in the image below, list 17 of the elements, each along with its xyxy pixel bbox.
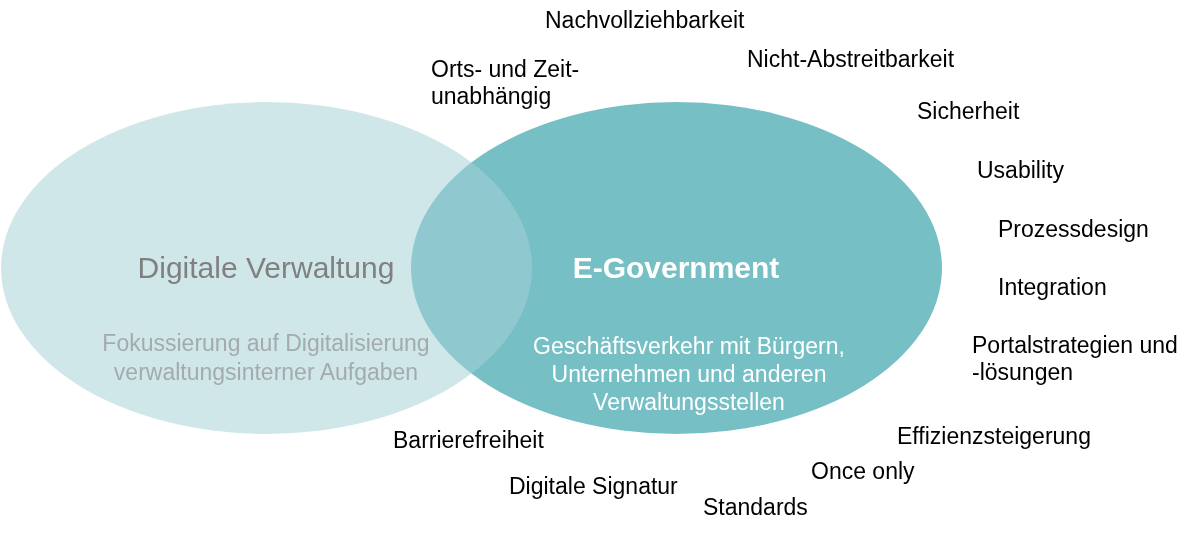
keyword-label: Sicherheit (917, 98, 1020, 125)
keyword-label: Portalstrategien und -lösungen (972, 332, 1179, 386)
keyword-label: Once only (811, 458, 915, 485)
keyword-label: Integration (998, 274, 1107, 301)
keyword-label: Effizienzsteigerung (897, 423, 1091, 450)
keyword-label: Digitale Signatur (509, 473, 678, 500)
keyword-label: Orts- und Zeit- unabhängig (431, 56, 581, 110)
keyword-label: Nachvollziehbarkeit (545, 7, 745, 34)
keyword-label: Prozessdesign (998, 216, 1149, 243)
keyword-label: Standards (703, 494, 808, 521)
venn-title: E-Government (572, 250, 780, 286)
keyword-label: Usability (977, 157, 1064, 184)
venn-description: Fokussierung auf Digitalisierung verwaltungsinterner Aufgaben (101, 329, 431, 387)
keyword-label: Nicht-Abstreitbarkeit (747, 46, 955, 73)
venn-description: Geschäftsverkehr mit Bürgern, Unternehmen und anderen Verwaltungsstellen (532, 332, 846, 416)
venn-title: Digitale Verwaltung (137, 250, 395, 286)
keyword-label: Barrierefreiheit (393, 427, 544, 454)
